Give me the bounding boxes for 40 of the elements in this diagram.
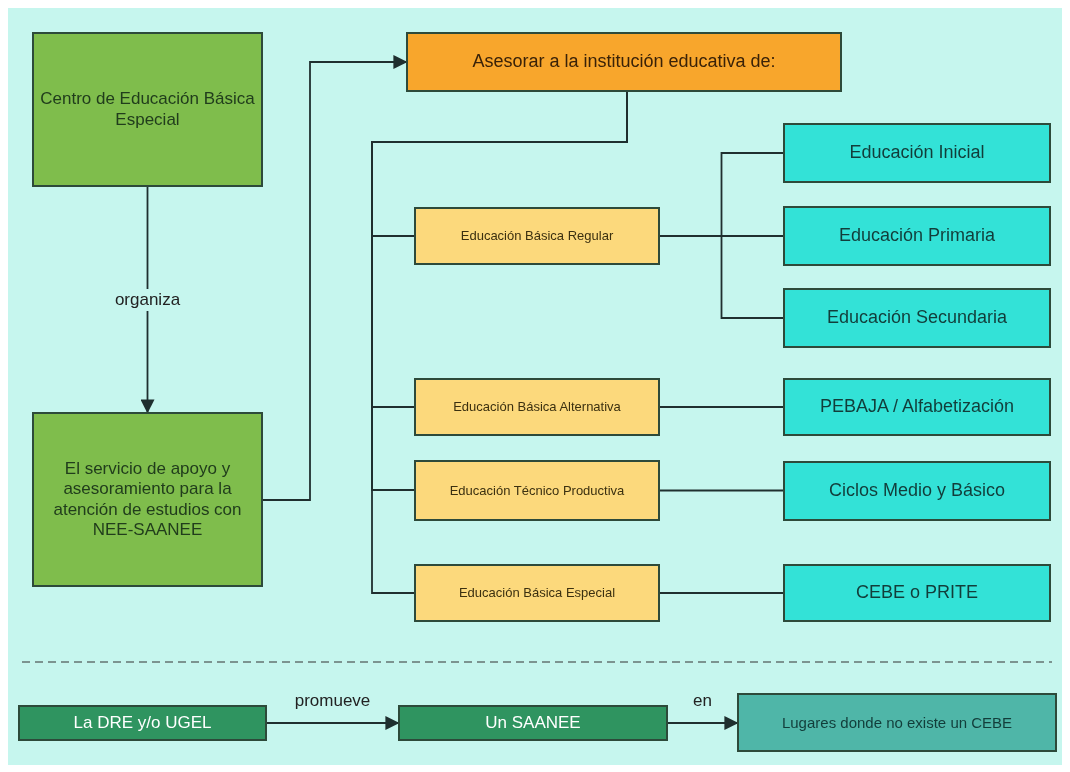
box-label: Educación Primaria bbox=[838, 225, 996, 247]
box-label: Centro de Educación Básica Especial bbox=[39, 89, 256, 130]
box-label: La DRE y/o UGEL bbox=[73, 712, 212, 734]
level-box bbox=[783, 288, 1051, 348]
actor-box bbox=[18, 705, 267, 741]
level-box bbox=[783, 564, 1051, 622]
arrow bbox=[140, 186, 155, 414]
box-label: Educación Básica Regular bbox=[460, 228, 614, 244]
connector-line bbox=[659, 592, 784, 594]
box-label: Educación Técnico Productiva bbox=[449, 482, 625, 499]
box-label: Educación Básica Especial bbox=[458, 585, 616, 601]
category-box bbox=[414, 460, 660, 521]
process-box bbox=[32, 412, 263, 587]
box-label: Ciclos Medio y Básico bbox=[828, 480, 1006, 502]
actor-box bbox=[398, 705, 668, 741]
category-box bbox=[414, 564, 660, 622]
category-box bbox=[414, 378, 660, 436]
box-label: Educación Secundaria bbox=[826, 307, 1008, 329]
arrow bbox=[262, 55, 408, 501]
box-label: Un SAANEE bbox=[485, 712, 581, 734]
arrow bbox=[667, 716, 739, 730]
box-label: CEBE o PRITE bbox=[855, 582, 978, 604]
box-label: El servicio de apoyo y asesoramiento para la atención de estudios con NEE-SAANEE bbox=[52, 458, 243, 541]
place-box bbox=[737, 693, 1057, 752]
level-box bbox=[783, 461, 1051, 521]
connector-line bbox=[659, 406, 784, 408]
box-label: Educación Básica Alternativa bbox=[453, 399, 621, 415]
box-label: Lugares donde no existe un CEBE bbox=[781, 713, 1013, 732]
box-label: PEBAJA / Alfabetización bbox=[819, 396, 1015, 418]
level-box bbox=[783, 378, 1051, 436]
category-box bbox=[414, 207, 660, 265]
connector-line bbox=[659, 235, 784, 319]
level-box bbox=[783, 206, 1051, 266]
connector-line bbox=[659, 489, 784, 492]
arrow bbox=[266, 716, 400, 730]
heading-box bbox=[406, 32, 842, 92]
process-box bbox=[32, 32, 263, 187]
box-label: Educación Inicial bbox=[849, 142, 985, 164]
level-box bbox=[783, 123, 1051, 183]
box-label: Asesorar a la institución educativa de: bbox=[472, 51, 776, 73]
